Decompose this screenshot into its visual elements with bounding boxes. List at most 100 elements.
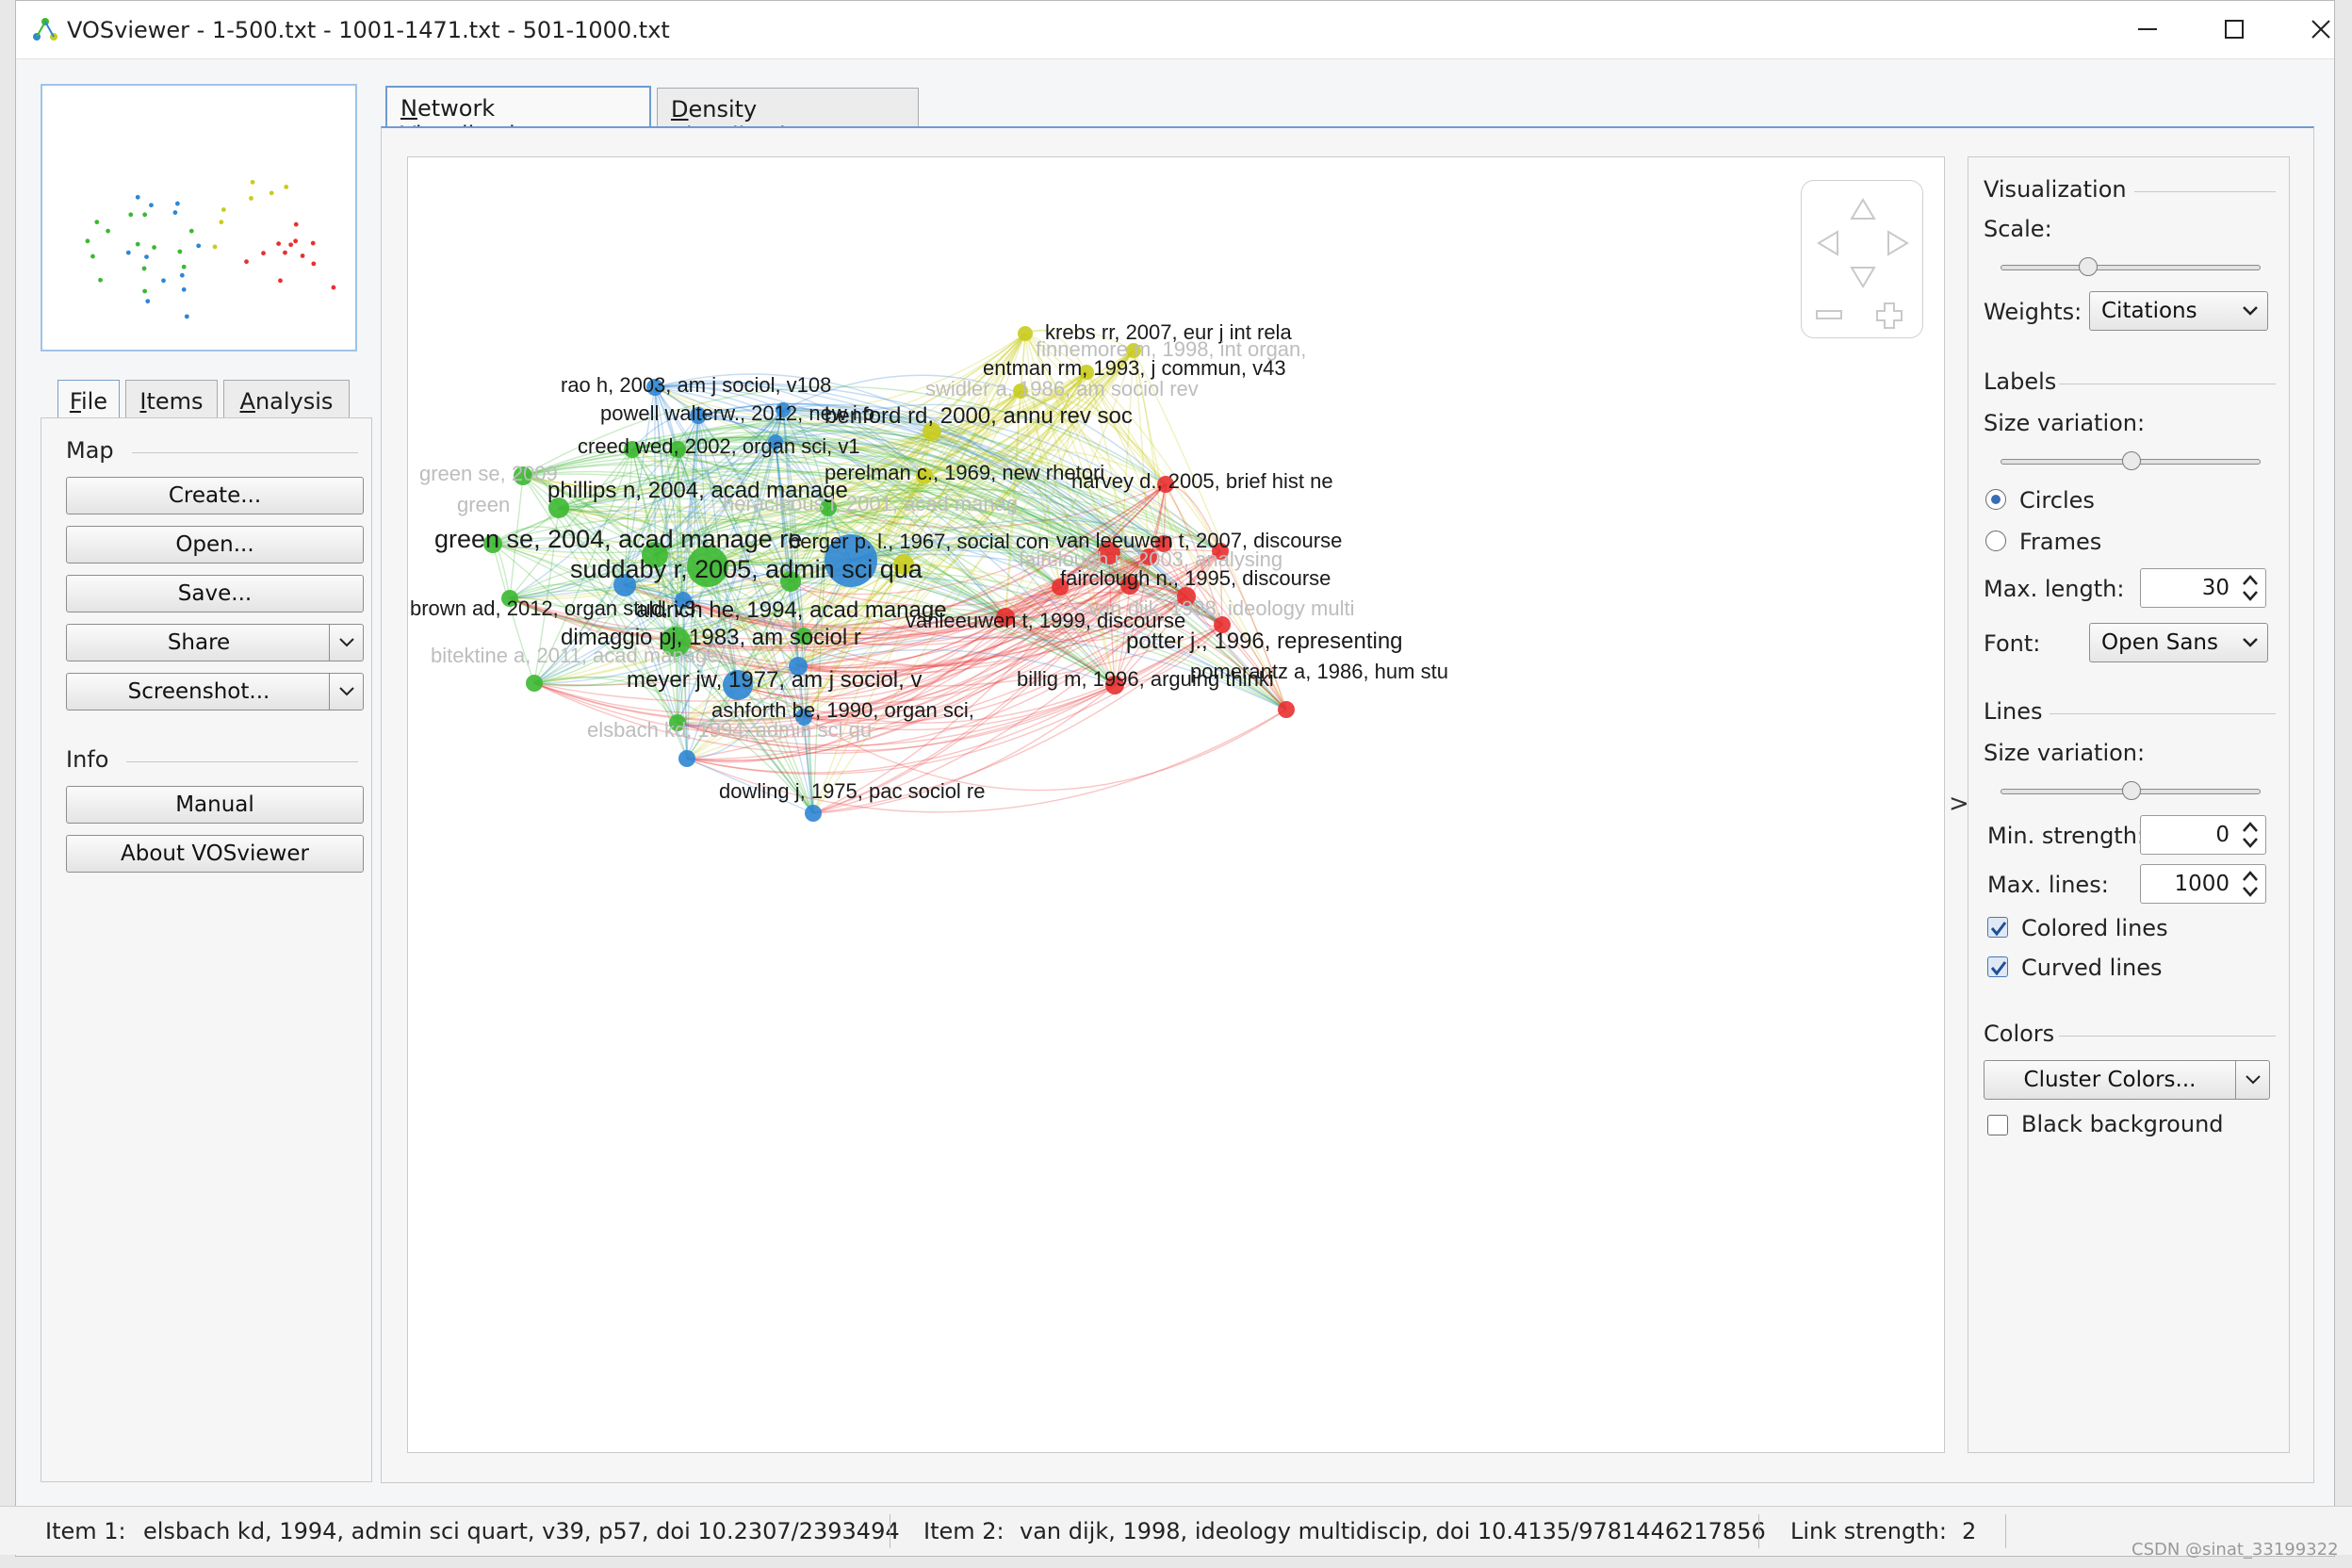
line-size-variation-slider[interactable] <box>2001 781 2261 800</box>
network-node[interactable] <box>795 628 812 645</box>
network-node[interactable] <box>789 657 808 676</box>
network-node[interactable] <box>675 592 692 609</box>
maximize-button[interactable] <box>2206 8 2262 50</box>
network-node[interactable] <box>776 402 791 417</box>
network-graph[interactable]: krebs rr, 2007, eur j int relafinnemore … <box>408 157 1945 1453</box>
network-node[interactable] <box>678 750 695 767</box>
node-label[interactable]: perelman c., 1969, new rhetori <box>825 461 1104 484</box>
network-node[interactable] <box>548 498 569 518</box>
curved-lines-checkbox[interactable] <box>1987 956 2008 977</box>
spinner-arrows-icon[interactable] <box>2239 571 2262 605</box>
node-label[interactable]: bitektine a, 2011, acad manage <box>431 644 718 667</box>
node-label[interactable]: benford rd, 2000, annu rev soc <box>825 403 1133 429</box>
network-node[interactable] <box>1140 548 1157 565</box>
network-node[interactable] <box>780 571 801 592</box>
overview-minimap[interactable] <box>41 84 357 351</box>
tab-network-visualization[interactable]: Network Visualization <box>385 86 651 148</box>
screenshot-dropdown-arrow[interactable] <box>329 674 363 710</box>
tab-density-visualization[interactable]: Density Visualization <box>657 88 919 149</box>
tab-items[interactable]: Items <box>125 380 218 417</box>
colored-lines-checkbox[interactable] <box>1987 917 2008 938</box>
node-label[interactable]: elsbach kd, 1994, admin sci qu <box>587 718 872 742</box>
min-strength-spinner[interactable]: 0 <box>2140 815 2266 855</box>
network-node[interactable] <box>526 675 543 692</box>
label-size-variation-slider[interactable] <box>2001 451 2261 470</box>
node-label[interactable]: pomerantz a, 1986, hum stu <box>1190 660 1448 683</box>
network-node[interactable] <box>661 627 691 657</box>
network-node[interactable] <box>1079 365 1094 380</box>
network-node[interactable] <box>1105 676 1124 694</box>
minimize-button[interactable] <box>2119 8 2176 50</box>
weights-select[interactable]: Citations <box>2089 291 2268 331</box>
network-node[interactable] <box>1120 576 1139 595</box>
node-label[interactable]: berger p. l., 1967, social con <box>789 530 1049 553</box>
spinner-arrows-icon[interactable] <box>2239 818 2262 852</box>
create-button[interactable]: Create... <box>66 477 364 514</box>
node-label[interactable]: rao h, 2003, am j sociol, v108 <box>561 373 831 397</box>
network-node[interactable] <box>1278 701 1295 718</box>
network-node[interactable] <box>923 422 941 441</box>
network-node[interactable] <box>1018 326 1033 341</box>
max-length-spinner[interactable]: 30 <box>2140 568 2266 608</box>
node-label[interactable]: phillips n, 2004, acad manage <box>547 478 848 503</box>
close-button[interactable] <box>2293 8 2349 50</box>
node-label[interactable]: van dijk, 1998, ideology multi <box>1088 596 1355 620</box>
pan-down-icon[interactable] <box>1850 267 1876 288</box>
zoom-in-icon[interactable] <box>1876 302 1903 329</box>
font-select[interactable]: Open Sans <box>2089 623 2268 662</box>
node-label[interactable]: green se, 2009 <box>419 462 558 485</box>
collapse-panel-arrow[interactable]: > <box>1949 790 1969 818</box>
network-node[interactable] <box>768 434 783 449</box>
network-node[interactable] <box>893 554 914 575</box>
zoom-out-icon[interactable] <box>1816 310 1842 319</box>
about-vosviewer-button[interactable]: About VOSviewer <box>66 835 364 873</box>
scale-slider[interactable] <box>2001 257 2261 276</box>
pan-right-icon[interactable] <box>1887 230 1909 256</box>
network-node[interactable] <box>820 499 837 516</box>
node-label[interactable]: harvey d., 2005, brief hist ne <box>1071 469 1333 493</box>
node-label[interactable]: swidler a, 1986, am sociol rev <box>925 377 1199 400</box>
node-label[interactable]: green <box>457 493 510 516</box>
network-node[interactable] <box>483 534 502 553</box>
network-node[interactable] <box>1013 384 1028 399</box>
node-label[interactable]: dimaggio pj, 1983, am sociol r <box>561 625 861 650</box>
node-label[interactable]: vanleeuwen t, 1999, discourse <box>906 609 1185 632</box>
network-node[interactable] <box>1155 535 1172 552</box>
node-label[interactable]: heracleous l, 2001, acad manag <box>723 492 1018 515</box>
network-node[interactable] <box>501 590 518 607</box>
node-label[interactable]: aldrich he, 1994, acad manage <box>636 597 947 623</box>
network-node[interactable] <box>669 714 686 731</box>
node-label[interactable]: krebs rr, 2007, eur j int rela <box>1045 320 1292 344</box>
network-node[interactable] <box>669 441 686 458</box>
manual-button[interactable]: Manual <box>66 786 364 824</box>
node-label[interactable]: meyer jw, 1977, am j sociol, v <box>627 667 922 693</box>
screenshot-button[interactable]: Screenshot... <box>66 673 364 710</box>
circles-radio[interactable] <box>1985 489 2006 510</box>
black-background-checkbox[interactable] <box>1987 1115 2008 1135</box>
network-node[interactable] <box>1157 476 1174 493</box>
node-label[interactable]: fairclough n., 1995, discourse <box>1060 566 1331 590</box>
network-node[interactable] <box>805 805 822 822</box>
cluster-colors-button[interactable]: Cluster Colors... <box>1984 1060 2270 1100</box>
network-node[interactable] <box>642 542 668 568</box>
node-label[interactable]: suddaby r, 2005, admin sci qua <box>570 555 923 583</box>
network-node[interactable] <box>996 608 1015 627</box>
scale-slider-knob[interactable] <box>2078 257 2098 276</box>
network-node[interactable] <box>1177 587 1196 606</box>
tab-file[interactable]: File <box>57 380 120 419</box>
node-label[interactable]: ashforth be, 1990, organ sci, <box>711 698 974 722</box>
network-node[interactable] <box>690 407 707 424</box>
node-label[interactable]: powell walterw., 2012, new i o <box>600 401 874 425</box>
open-button[interactable]: Open... <box>66 526 364 564</box>
node-label[interactable]: potter j., 1996, representing <box>1126 629 1403 654</box>
label-size-slider-knob[interactable] <box>2122 451 2141 470</box>
network-node[interactable] <box>613 574 636 596</box>
network-node[interactable] <box>1212 543 1229 560</box>
line-size-slider-knob[interactable] <box>2122 781 2141 800</box>
network-node[interactable] <box>687 546 728 587</box>
node-label[interactable]: creed wed, 2002, organ sci, v1 <box>578 434 860 458</box>
network-node[interactable] <box>795 709 812 726</box>
frames-radio[interactable] <box>1985 531 2006 551</box>
node-label[interactable]: dowling j, 1975, pac sociol re <box>719 779 986 803</box>
network-node[interactable] <box>1098 542 1120 564</box>
